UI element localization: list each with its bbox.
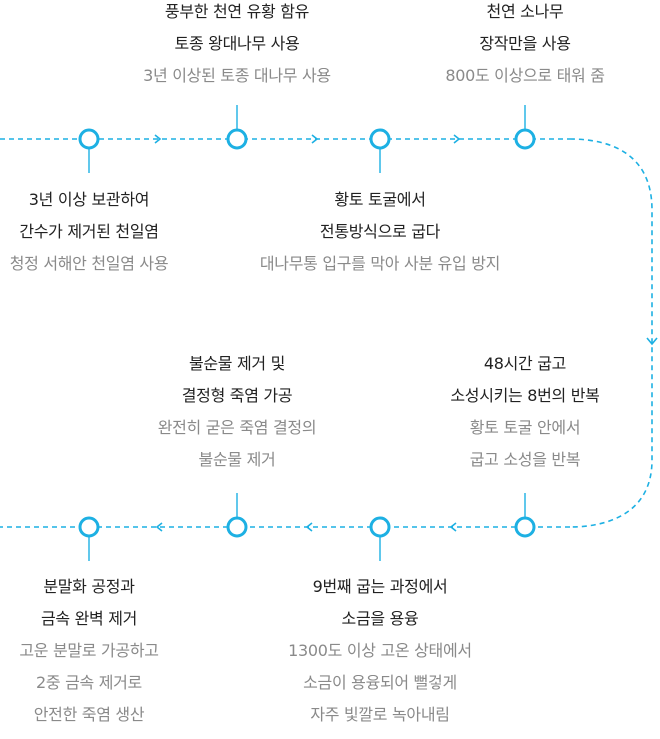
step-desc-line: 2중 금속 제거로: [36, 673, 142, 692]
step-title-line: 토종 왕대나무 사용: [174, 34, 300, 53]
step-pine-firewood: 천연 소나무 장작만을 사용 800도 이상으로 태워 줌: [405, 0, 645, 92]
step-title-line: 전통방식으로 굽다: [319, 222, 441, 241]
step-desc-line: 대나무통 입구를 막아 사분 유입 방지: [259, 254, 501, 273]
step-desc-line: 완전히 굳은 죽염 결정의: [157, 418, 317, 437]
arrow-right-icon: [453, 134, 461, 144]
step-desc-line: 안전한 죽염 생산: [33, 705, 145, 724]
step-node: [369, 516, 391, 538]
step-node: [226, 128, 248, 150]
step-title-line: 간수가 제거된 천일염: [19, 222, 159, 241]
step-salt-melting: 9번째 굽는 과정에서 소금을 용융 1300도 이상 고온 상태에서 소금이 …: [260, 571, 500, 731]
step-node: [78, 516, 100, 538]
step-desc-line: 800도 이상으로 태워 줌: [445, 66, 605, 85]
step-node: [514, 128, 536, 150]
step-desc-line: 소금이 용융되어 뻘겋게: [303, 673, 457, 692]
step-title-line: 황토 토굴에서: [334, 190, 426, 209]
step-desc-line: 3년 이상된 토종 대나무 사용: [143, 66, 331, 85]
step-clay-cave: 황토 토굴에서 전통방식으로 굽다 대나무통 입구를 막아 사분 유입 방지: [220, 184, 540, 280]
step-desc-line: 굽고 소성을 반복: [469, 450, 581, 469]
step-powdering: 분말화 공정과 금속 완벽 제거 고운 분말로 가공하고 2중 금속 제거로 안…: [0, 571, 209, 731]
step-desc-line: 자주 빛깔로 녹아내림: [310, 705, 450, 724]
arrow-left-icon: [305, 522, 313, 532]
step-desc-line: 황토 토굴 안에서: [469, 418, 581, 437]
arrow-down-icon: [646, 337, 658, 346]
step-title-line: 금속 완벽 제거: [40, 609, 138, 628]
step-desc-line: 불순물 제거: [198, 450, 276, 469]
step-title-line: 분말화 공정과: [43, 577, 135, 596]
step-title-line: 소성시키는 8번의 반복: [450, 386, 600, 405]
step-node: [226, 516, 248, 538]
arrow-left-icon: [155, 522, 163, 532]
step-desc-line: 고운 분말로 가공하고: [19, 641, 159, 660]
step-title-line: 천연 소나무: [486, 2, 564, 21]
step-desc-line: 청정 서해안 천일염 사용: [9, 254, 169, 273]
step-node: [369, 128, 391, 150]
step-title-line: 48시간 굽고: [483, 354, 567, 373]
arrow-right-icon: [154, 134, 162, 144]
step-repeated-baking: 48시간 굽고 소성시키는 8번의 반복 황토 토굴 안에서 굽고 소성을 반복: [405, 348, 645, 476]
step-node: [514, 516, 536, 538]
step-title-line: 3년 이상 보관하여: [28, 190, 150, 209]
step-title-line: 9번째 굽는 과정에서: [312, 577, 448, 596]
arrow-left-icon: [449, 522, 457, 532]
step-title-line: 장작만을 사용: [479, 34, 571, 53]
step-title-line: 불순물 제거 및: [188, 354, 286, 373]
step-title-line: 소금을 용융: [341, 609, 419, 628]
step-bamboo: 풍부한 천연 유황 함유 토종 왕대나무 사용 3년 이상된 토종 대나무 사용: [117, 0, 357, 92]
arrow-right-icon: [311, 134, 319, 144]
step-node: [78, 128, 100, 150]
step-impurity-removal: 불순물 제거 및 결정형 죽염 가공 완전히 굳은 죽염 결정의 불순물 제거: [117, 348, 357, 476]
step-title-line: 풍부한 천연 유황 함유: [164, 2, 310, 21]
step-desc-line: 1300도 이상 고온 상태에서: [288, 641, 472, 660]
step-title-line: 결정형 죽염 가공: [181, 386, 293, 405]
step-sea-salt: 3년 이상 보관하여 간수가 제거된 천일염 청정 서해안 천일염 사용: [0, 184, 209, 280]
